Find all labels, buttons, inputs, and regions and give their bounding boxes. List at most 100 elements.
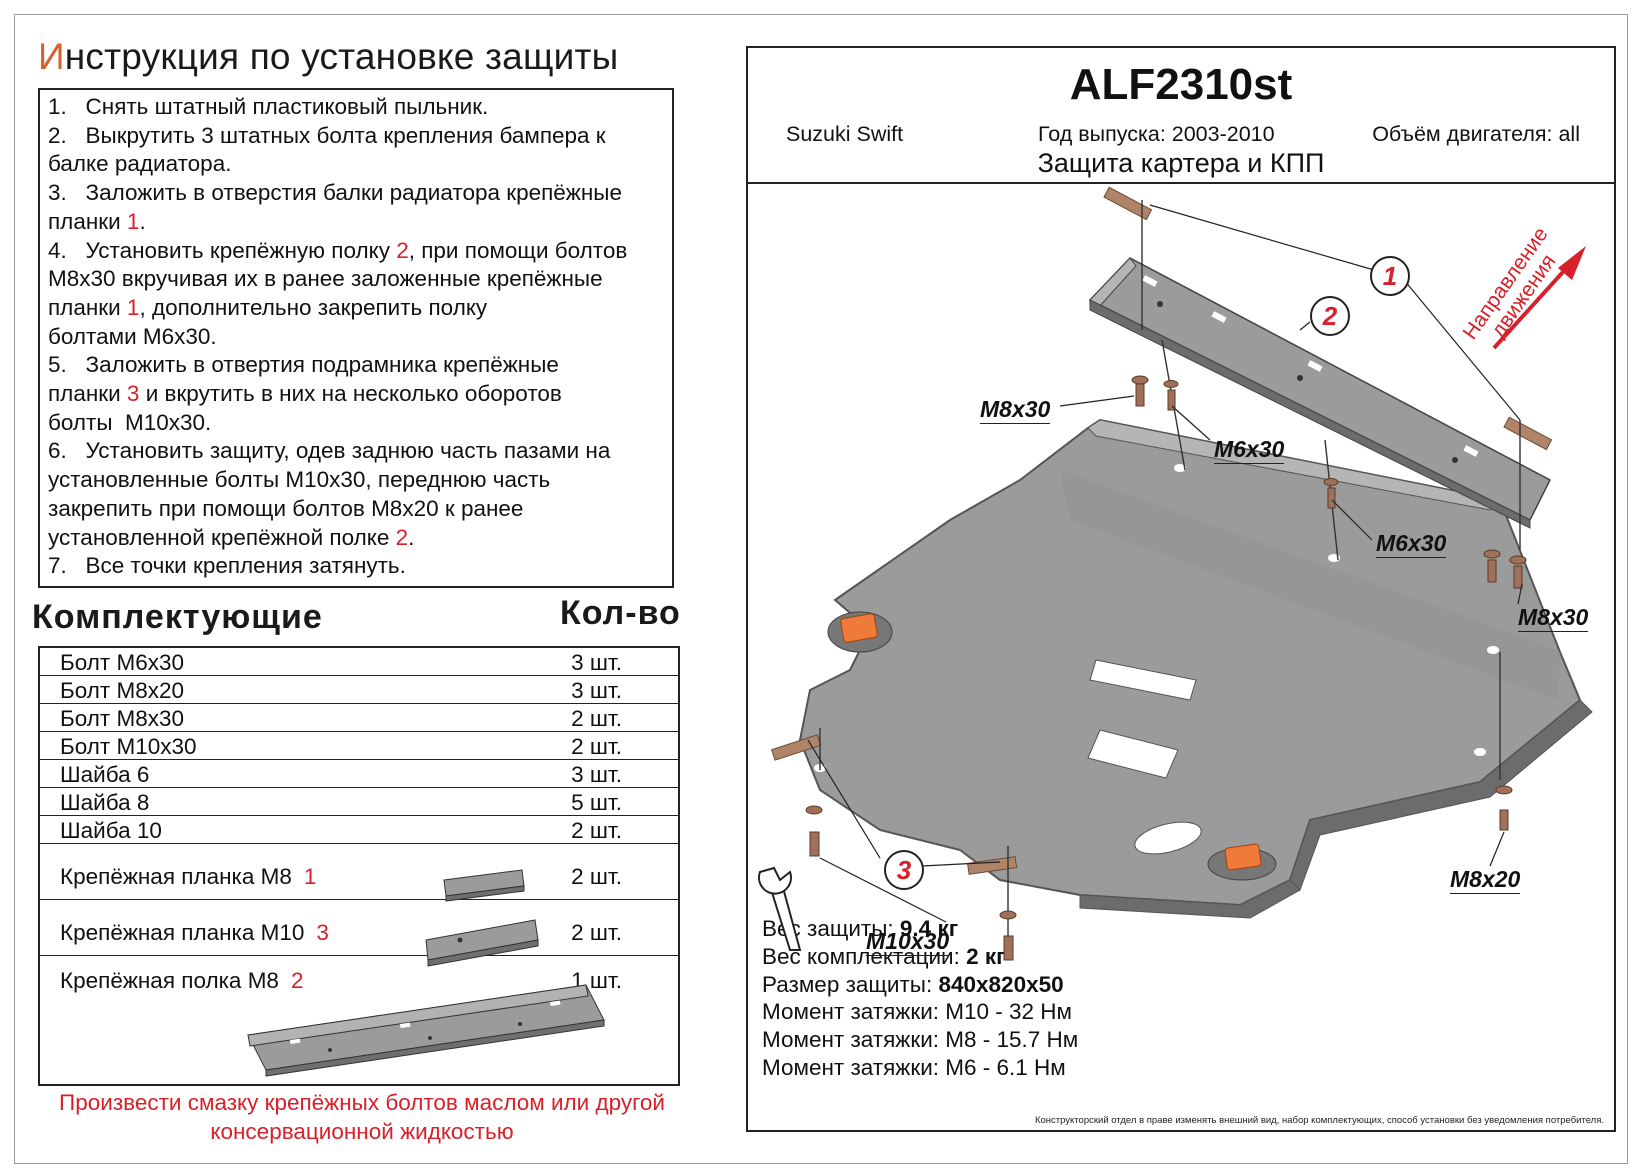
- part-number-ref: 2: [396, 237, 409, 263]
- spec-value: М10 - 32 Нм: [945, 999, 1073, 1025]
- product-subtitle: Защита картера и КПП: [1037, 148, 1325, 178]
- part-number-ref: 2: [395, 524, 409, 550]
- parts-row: Шайба 8 5 шт.: [40, 788, 678, 816]
- bolt-label: M8x30: [980, 396, 1051, 424]
- instructions-box: 1. Снять штатный пластиковый пыльник. 2. …: [38, 88, 674, 588]
- parts-row: Шайба 6 3 шт.: [40, 760, 678, 788]
- instruction-step: 4. Установить крепёжную полку 2, при пом…: [48, 237, 664, 352]
- step-text: 3. Заложить в отверстия балки радиатора …: [48, 180, 622, 234]
- instruction-step: 1. Снять штатный пластиковый пыльник.: [48, 93, 664, 122]
- spec-line: Момент затяжки: М6 - 6.1 Нм: [762, 1055, 1066, 1081]
- callout-number-1: 1: [1382, 261, 1398, 291]
- part-number-ref: 1: [126, 208, 140, 234]
- part-quantity: 3 шт.: [571, 762, 622, 787]
- spec-value: 2 кг: [966, 943, 1006, 969]
- part-name: Шайба 8: [60, 790, 149, 816]
- part-quantity: 2 шт.: [571, 920, 622, 945]
- spec-label: Размер защиты:: [762, 971, 939, 997]
- part-name: Болт М10х30: [60, 734, 197, 760]
- instruction-step: 3. Заложить в отверстия балки радиатора …: [48, 179, 664, 236]
- part-quantity: 1 шт.: [571, 968, 622, 993]
- step-text: , при помощи болтов М8х30 вкручивая их в…: [48, 237, 628, 320]
- part-name-text: Болт М10х30: [60, 734, 197, 759]
- bolt-label: M10x30: [866, 928, 950, 956]
- instruction-step: 6. Установить защиту, одев заднюю часть …: [48, 437, 664, 552]
- part-number: 2: [290, 968, 304, 993]
- spec-value: М8 - 15.7 Нм: [945, 1027, 1079, 1053]
- part-name-text: Болт М8х30: [60, 706, 185, 731]
- bolt-label: M6x30: [1376, 530, 1447, 558]
- part-name: Болт М8х20: [60, 678, 184, 704]
- step-text: , дополнительно закрепить полку болтами …: [48, 294, 488, 349]
- parts-row: Болт М6х30 3 шт.: [40, 648, 678, 676]
- spec-value: 840x820x50: [938, 971, 1064, 997]
- part-number-ref: 3: [126, 381, 140, 407]
- part-name-text: Крепёжная планка М8: [60, 864, 292, 889]
- part-name: Крепёжная полка М8 2: [60, 968, 303, 994]
- spec-line: Размер защиты: 840x820x50: [762, 972, 1064, 998]
- spec-label: Момент затяжки:: [762, 1055, 946, 1080]
- part-name-text: Шайба 10: [60, 818, 162, 843]
- title-first-letter: И: [38, 36, 65, 77]
- spec-line: Момент затяжки: М10 - 32 Нм: [762, 999, 1072, 1025]
- bolt-label: M8x20: [1450, 866, 1521, 894]
- product-frame: ALF2310st Suzuki Swift Год выпуска: 2003…: [746, 46, 1616, 1132]
- spec-value: М6 - 6.1 Нм: [945, 1055, 1066, 1080]
- parts-row: Крепёжная планка М8 1 2 шт.: [40, 844, 678, 900]
- step-text: 5. Заложить в отвертия подрамника крепёж…: [48, 352, 559, 407]
- production-years: Год выпуска: 2003-2010: [1038, 122, 1275, 146]
- callout-number-3: 3: [896, 855, 912, 885]
- part-quantity: 2 шт.: [571, 734, 622, 759]
- instruction-step: 7. Все точки крепления затянуть.: [48, 552, 664, 581]
- car-model: Suzuki Swift: [786, 122, 904, 146]
- part-name-text: Шайба 6: [60, 762, 150, 787]
- spec-line: Момент затяжки: М8 - 15.7 Нм: [762, 1027, 1078, 1053]
- part-name: Крепёжная планка М8 1: [60, 864, 316, 890]
- page-frame: [14, 14, 1628, 1164]
- part-name-text: Болт М6х30: [60, 650, 185, 675]
- step-text: 6. Установить защиту, одев заднюю часть …: [48, 438, 611, 550]
- step-text: 7. Все точки крепления затянуть.: [48, 553, 406, 579]
- step-text: и вкрутить в них на несколько оборотов б…: [48, 381, 562, 435]
- callout-number-2: 2: [1322, 301, 1338, 331]
- parts-row: Болт М10х30 2 шт.: [40, 732, 678, 760]
- part-number: 3: [316, 920, 329, 945]
- parts-row: Болт М8х30 2 шт.: [40, 704, 678, 732]
- title-rest: нструкция по установке защиты: [64, 36, 619, 77]
- part-name-text: Крепёжная полка М8: [60, 968, 279, 993]
- part-quantity: 2 шт.: [571, 706, 622, 731]
- parts-row: Крепёжная планка М10 3 2 шт.: [40, 900, 678, 956]
- part-name: Болт М6х30: [60, 650, 184, 676]
- lubricant-note: Произвести смазку крепёжных болтов масло…: [59, 1090, 665, 1144]
- part-name-text: Крепёжная планка М10: [60, 920, 305, 945]
- product-code: ALF2310st: [1069, 60, 1293, 109]
- instruction-step: 2. Выкрутить 3 штатных болта крепления б…: [48, 122, 664, 179]
- instruction-step: 5. Заложить в отвертия подрамника крепёж…: [48, 351, 664, 437]
- disclaimer: Конструкторский отдел в праве изменять в…: [1034, 1115, 1604, 1126]
- product-header: ALF2310st Suzuki Swift Год выпуска: 2003…: [748, 48, 1614, 184]
- spec-label: Момент затяжки:: [762, 999, 946, 1025]
- parts-row: Крепёжная полка М8 2 1 шт.: [40, 956, 678, 1088]
- parts-heading: Комплектующие: [32, 598, 323, 636]
- step-text: 4. Установить крепёжную полку: [48, 237, 397, 263]
- step-text: 2. Выкрутить 3 штатных болта крепления б…: [48, 122, 606, 177]
- step-text: 1. Снять штатный пластиковый пыльник.: [48, 94, 489, 119]
- part-number: 1: [303, 864, 317, 889]
- bolt-label: M8x30: [1518, 604, 1589, 632]
- part-quantity: 3 шт.: [571, 650, 622, 675]
- part-quantity: 5 шт.: [571, 790, 622, 815]
- quantity-heading: Кол-во: [560, 594, 681, 632]
- step-text: .: [408, 524, 415, 550]
- part-name-text: Болт М8х20: [60, 678, 185, 703]
- page-title: Инструкция по установке защиты: [38, 36, 618, 78]
- part-quantity: 2 шт.: [571, 864, 622, 889]
- bolt-label: M6x30: [1214, 436, 1285, 464]
- engine-volume: Объём двигателя: all: [1372, 122, 1580, 146]
- part-name: Шайба 10: [60, 818, 162, 844]
- part-name: Болт М8х30: [60, 706, 184, 732]
- spec-label: Момент затяжки:: [762, 1027, 946, 1053]
- part-name-text: Шайба 8: [60, 790, 150, 815]
- part-name: Шайба 6: [60, 762, 149, 788]
